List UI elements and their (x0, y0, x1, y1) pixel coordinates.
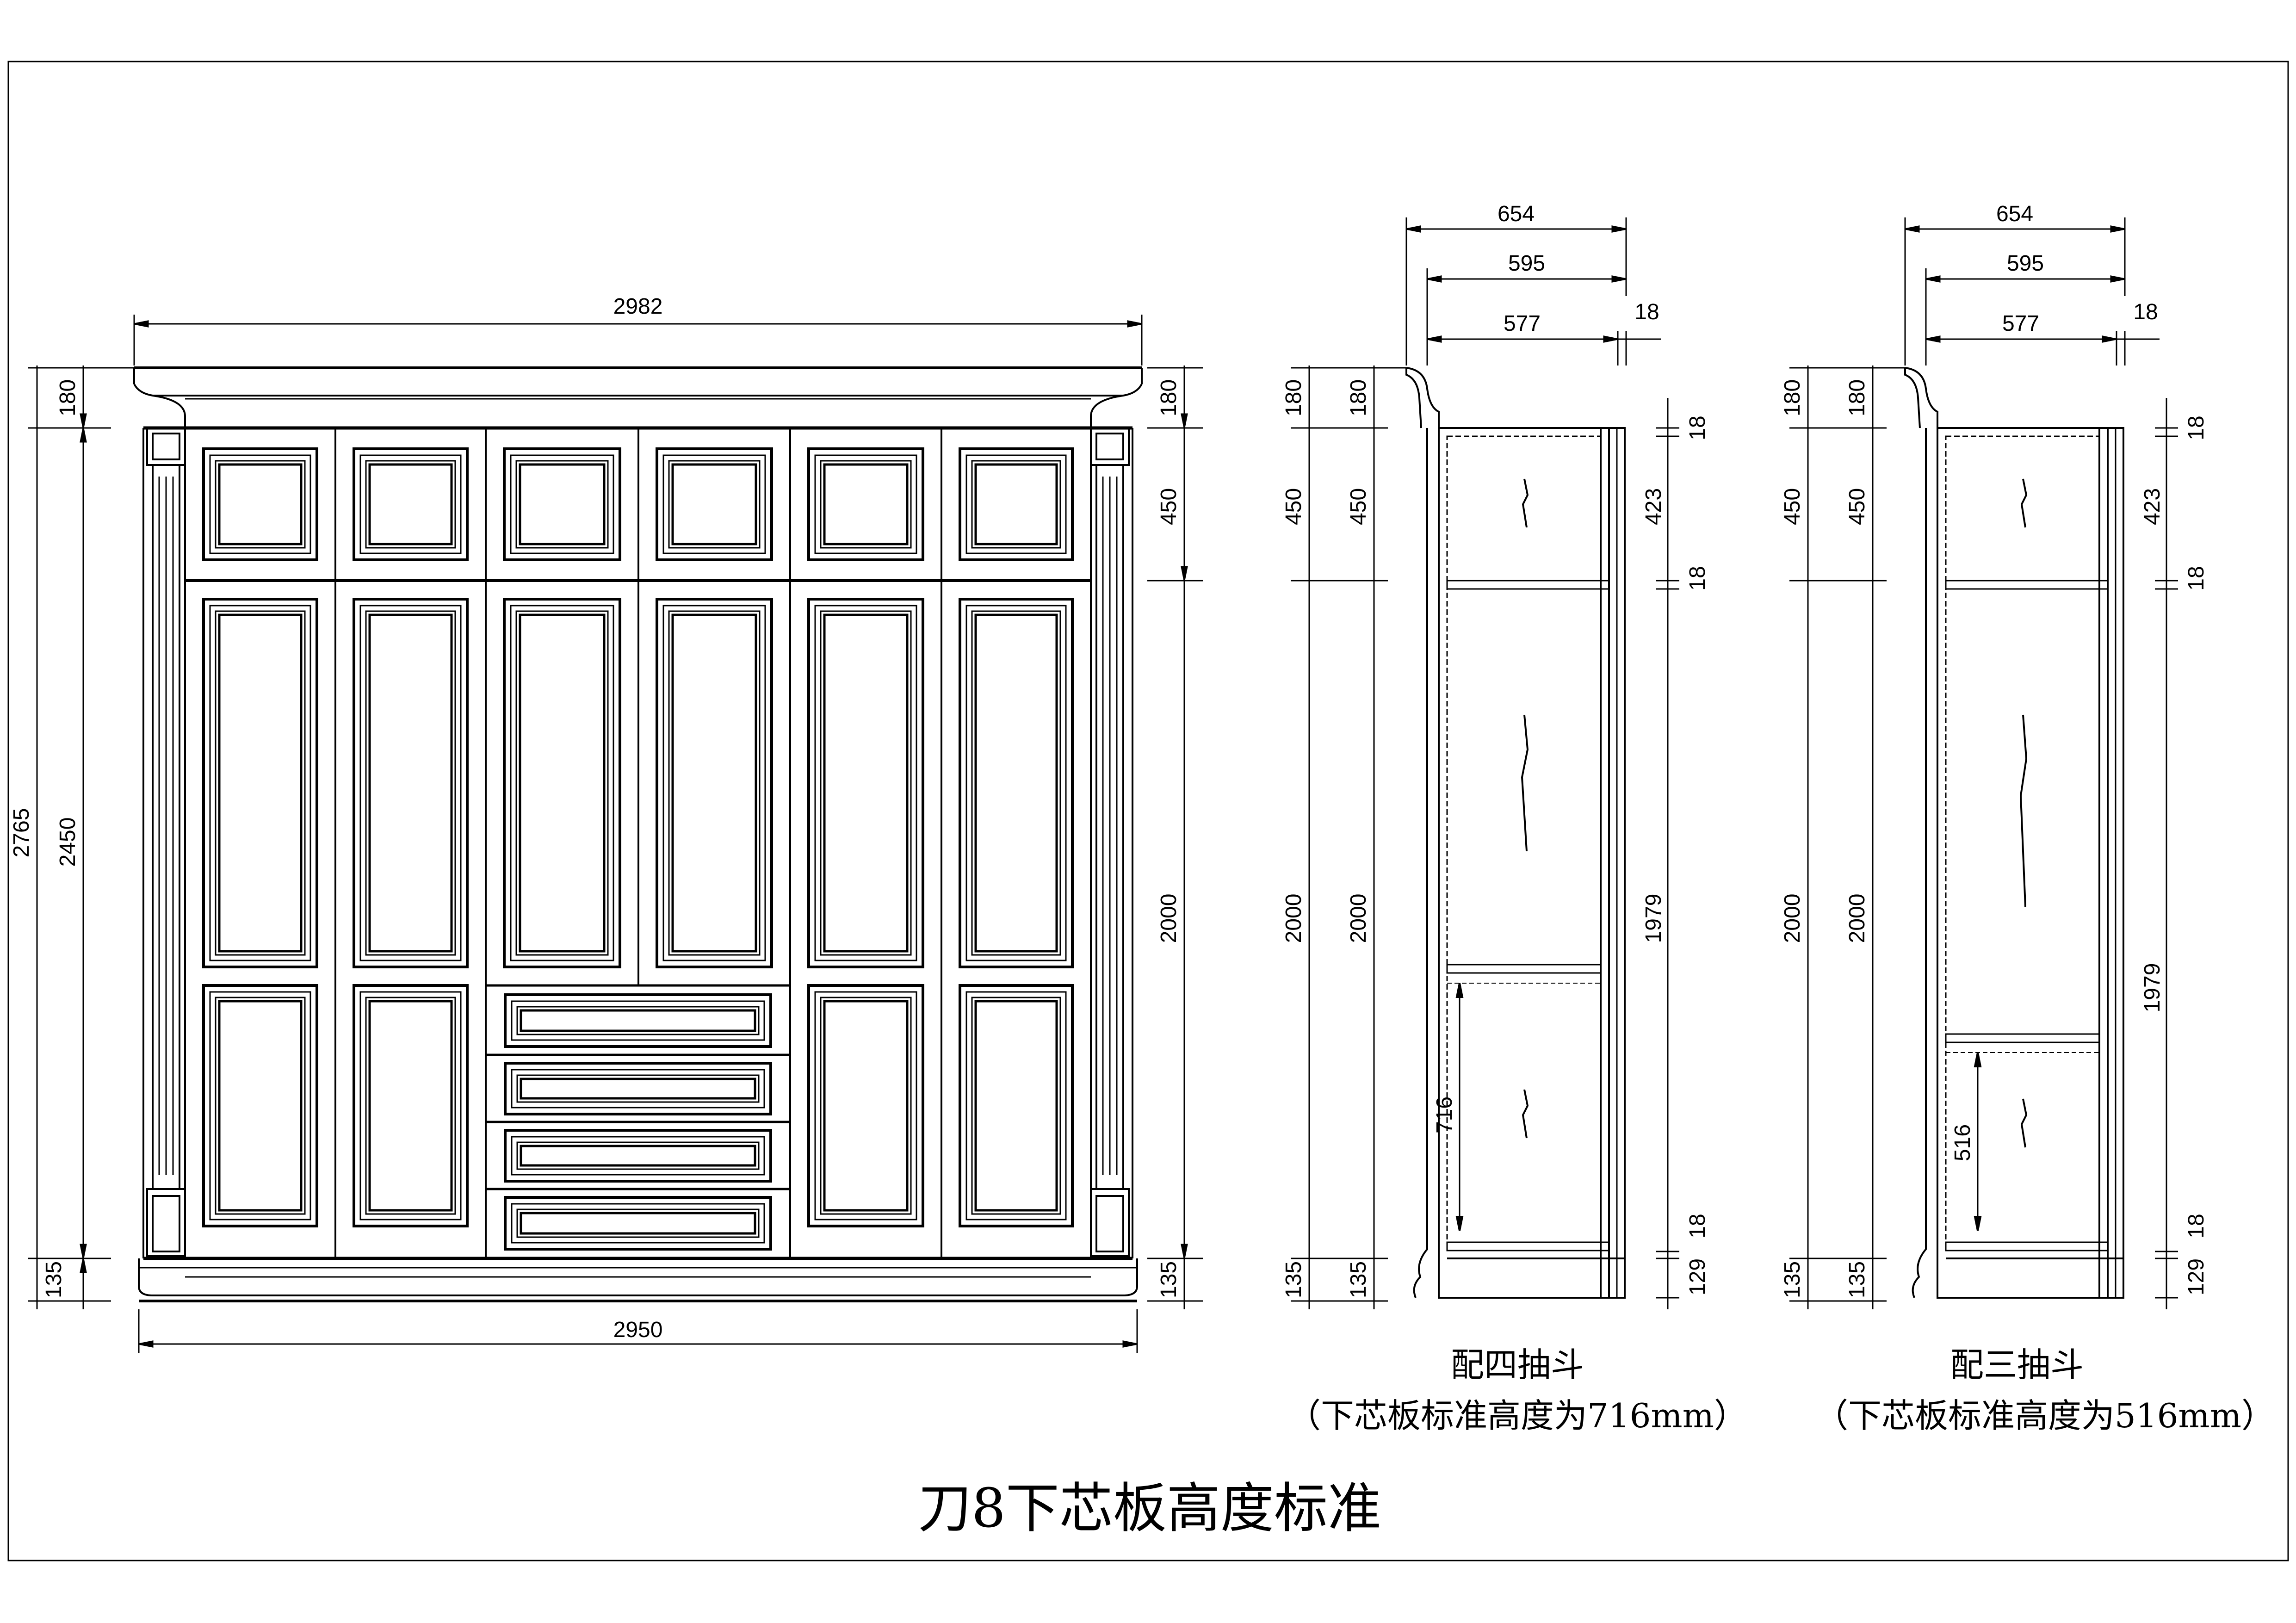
section-four-drawers (1291, 217, 1679, 1309)
drawer-front (504, 993, 772, 1048)
lower-door-panel (656, 598, 773, 968)
sb-caption: 配三抽斗 (1950, 1345, 2084, 1384)
sa-lower-opening: 1979 (1641, 894, 1666, 943)
sa-drawer-opening: 716 (1432, 1096, 1457, 1134)
front-upper-door-label: 450 (1157, 488, 1181, 525)
lower-door-panel (202, 984, 318, 1227)
section-b-dimension-lines (1789, 217, 2178, 1309)
sa-caption: 配四抽斗 (1451, 1345, 1584, 1384)
sb-outer-upper: 450 (1780, 488, 1805, 525)
front-plinth-label: 135 (42, 1261, 66, 1298)
front-body-height-label: 2450 (56, 818, 80, 867)
sb-upper-opening: 423 (2140, 488, 2165, 525)
front-dimension-text: 2982 2950 2765 2450 180 135 180 450 2000… (9, 294, 1181, 1342)
sb-body-width: 595 (2007, 251, 2044, 276)
lower-door-panel (353, 598, 469, 968)
section-three-drawers (1789, 217, 2178, 1309)
lower-door-panel (353, 984, 469, 1227)
sb-outer-lower: 2000 (1780, 894, 1805, 943)
sa-outer-plinth: 135 (1281, 1261, 1306, 1298)
sb-kick: 129 (2184, 1258, 2209, 1295)
front-lower-door-label: 2000 (1157, 894, 1181, 943)
upper-door-panel (656, 447, 773, 561)
sa-inner-plinth: 135 (1346, 1261, 1371, 1298)
sa-outer-crown: 180 (1281, 379, 1306, 416)
upper-door-panel (503, 447, 621, 561)
sa-shelf: 18 (1685, 566, 1710, 590)
drawer-front (504, 1196, 772, 1251)
front-crown-label: 180 (56, 379, 80, 416)
sb-inner-lower: 2000 (1845, 894, 1869, 943)
sb-inner-width: 577 (2002, 311, 2039, 336)
sb-bottom-panel: 18 (2184, 1214, 2209, 1238)
lower-door-panel (503, 598, 621, 968)
sa-kick: 129 (1685, 1258, 1710, 1295)
sb-inner-upper: 450 (1845, 488, 1869, 525)
sa-bottom-panel: 18 (1685, 1214, 1710, 1238)
sa-upper-opening: 423 (1641, 488, 1666, 525)
sheet-border (7, 61, 2289, 1561)
front-right-crown-label: 180 (1157, 379, 1181, 416)
sb-drawer-opening: 516 (1950, 1124, 1975, 1161)
sb-subcaption: （下芯板标准高度为516mm） (1815, 1396, 2275, 1435)
sb-inner-crown: 180 (1845, 379, 1869, 416)
lower-door-panel (807, 598, 924, 968)
sb-shelf: 18 (2184, 566, 2209, 590)
section-b-structure (1904, 367, 2124, 1299)
drawer-front (504, 1129, 772, 1183)
lower-door-panel (807, 984, 924, 1227)
front-structure (133, 366, 1143, 1302)
sa-overall-width: 654 (1498, 202, 1535, 226)
sa-outer-upper: 450 (1281, 488, 1306, 525)
section-b-dimension-text: 654 595 577 18 180 450 2000 135 180 450 … (1780, 202, 2275, 1435)
sa-inner-crown: 180 (1346, 379, 1371, 416)
sb-outer-plinth: 135 (1780, 1261, 1805, 1298)
front-dimension-lines (28, 315, 1203, 1353)
upper-door-panel (807, 447, 924, 561)
sa-panel-width: 18 (1634, 300, 1659, 324)
sa-top-panel: 18 (1685, 415, 1710, 440)
section-a-dimension-text: 654 595 577 18 180 450 2000 135 180 450 … (1281, 202, 1747, 1435)
sb-overall-width: 654 (1996, 202, 2033, 226)
sb-inner-plinth: 135 (1845, 1261, 1869, 1298)
lower-door-panel (959, 984, 1074, 1227)
front-door-panels (202, 447, 1074, 1251)
section-a-structure (1405, 367, 1626, 1299)
section-a-dimension-lines (1291, 217, 1679, 1309)
front-width-bottom-label: 2950 (613, 1318, 663, 1342)
drawing-title: 刀8下芯板高度标准 (918, 1477, 1381, 1540)
sa-inner-upper: 450 (1346, 488, 1371, 525)
sb-outer-crown: 180 (1780, 379, 1805, 416)
upper-door-panel (353, 447, 469, 561)
front-elevation (133, 366, 1143, 1302)
front-overall-height-label: 2765 (9, 808, 34, 858)
front-right-plinth-label: 135 (1157, 1261, 1181, 1298)
sb-top-panel: 18 (2184, 415, 2209, 440)
lower-door-panel (959, 598, 1074, 968)
sa-outer-lower: 2000 (1281, 894, 1306, 943)
sb-panel-width: 18 (2133, 300, 2158, 324)
lower-door-panel (202, 598, 318, 968)
sa-inner-lower: 2000 (1346, 894, 1371, 943)
upper-door-panel (202, 447, 318, 561)
sa-body-width: 595 (1508, 251, 1545, 276)
sa-subcaption: （下芯板标准高度为716mm） (1287, 1396, 1747, 1435)
sa-inner-width: 577 (1504, 311, 1541, 336)
sb-lower-opening: 1979 (2140, 963, 2165, 1013)
upper-door-panel (959, 447, 1074, 561)
drawer-front (504, 1062, 772, 1115)
front-width-top-label: 2982 (613, 294, 663, 319)
